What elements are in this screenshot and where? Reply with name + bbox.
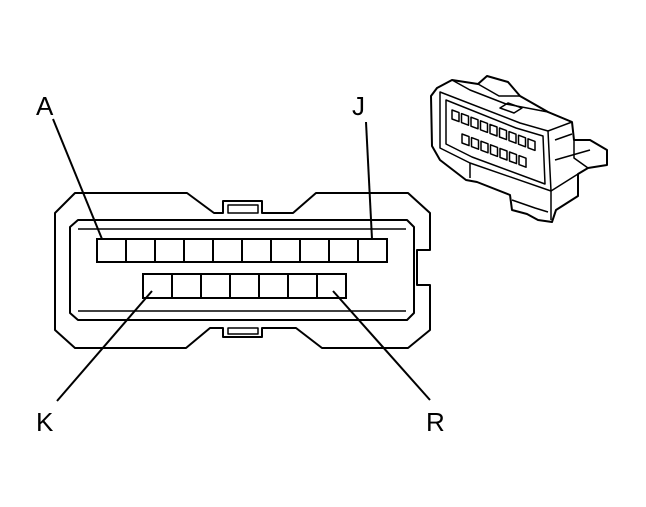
leader-line-r <box>332 290 431 401</box>
bottom-latch-tab <box>227 327 259 335</box>
iso-cavity-row1-9 <box>527 138 536 152</box>
cavity-row1-5 <box>212 238 243 263</box>
iso-cavity-row2-7 <box>518 154 527 168</box>
leader-line-k <box>56 290 153 402</box>
iso-cavity-row1-8 <box>517 134 527 148</box>
cavity-row2-2 <box>171 273 202 299</box>
cavity-row1-8 <box>299 238 330 263</box>
iso-cavity-row1-5 <box>489 123 498 137</box>
cavity-row1-2 <box>125 238 156 263</box>
cavity-row2-1 <box>142 273 173 299</box>
label-r: R <box>426 407 445 437</box>
iso-cavity-row2-4 <box>489 144 499 158</box>
iso-right-side-2 <box>554 133 591 161</box>
iso-cavity-row1-7 <box>508 130 517 144</box>
cavity-row2-6 <box>287 273 318 299</box>
iso-inner-face <box>445 99 546 185</box>
cavity-row1-10 <box>357 238 388 263</box>
cavity-row1-4 <box>183 238 214 263</box>
iso-cavities <box>451 109 536 168</box>
iso-cavity-row2-1 <box>461 133 470 147</box>
cavity-row2-5 <box>258 273 289 299</box>
connector-face-view: A J K R <box>36 91 445 437</box>
connector-outer-housing <box>54 192 431 349</box>
cavity-row2-3 <box>200 273 231 299</box>
iso-cavity-row1-1 <box>451 109 460 123</box>
iso-right-side <box>547 111 589 192</box>
cavity-row1-6 <box>241 238 272 263</box>
top-latch-tab <box>227 204 259 214</box>
iso-cavity-row1-3 <box>470 116 479 130</box>
cavity-row2-7 <box>316 273 347 299</box>
cavity-row1-9 <box>328 238 359 263</box>
iso-cavity-row2-3 <box>480 140 489 154</box>
iso-cavity-row2-6 <box>508 151 518 165</box>
label-k: K <box>36 407 54 437</box>
iso-cavity-row1-4 <box>479 120 489 134</box>
connector-isometric-view <box>430 75 608 223</box>
cavity-row-a-to-j <box>96 238 388 263</box>
label-j: J <box>352 91 365 121</box>
leader-line-j <box>365 121 373 240</box>
iso-cavity-row1-2 <box>460 112 470 126</box>
iso-cavity-row2-2 <box>470 136 480 150</box>
iso-cavity-row1-6 <box>498 127 508 141</box>
cavity-row1-7 <box>270 238 301 263</box>
leader-line-a <box>52 118 103 240</box>
iso-top-ridge-2 <box>477 83 520 97</box>
connector-inner-housing <box>69 219 415 321</box>
label-a: A <box>36 91 54 121</box>
iso-cavity-row2-5 <box>499 147 508 161</box>
iso-latch <box>499 102 523 114</box>
cavity-row2-4 <box>229 273 260 299</box>
cavity-row-k-to-r <box>142 273 347 299</box>
cavity-row1-3 <box>154 238 185 263</box>
cavity-row1-1 <box>96 238 127 263</box>
iso-bottom-lip <box>469 163 552 220</box>
iso-top-ridge <box>451 79 549 113</box>
